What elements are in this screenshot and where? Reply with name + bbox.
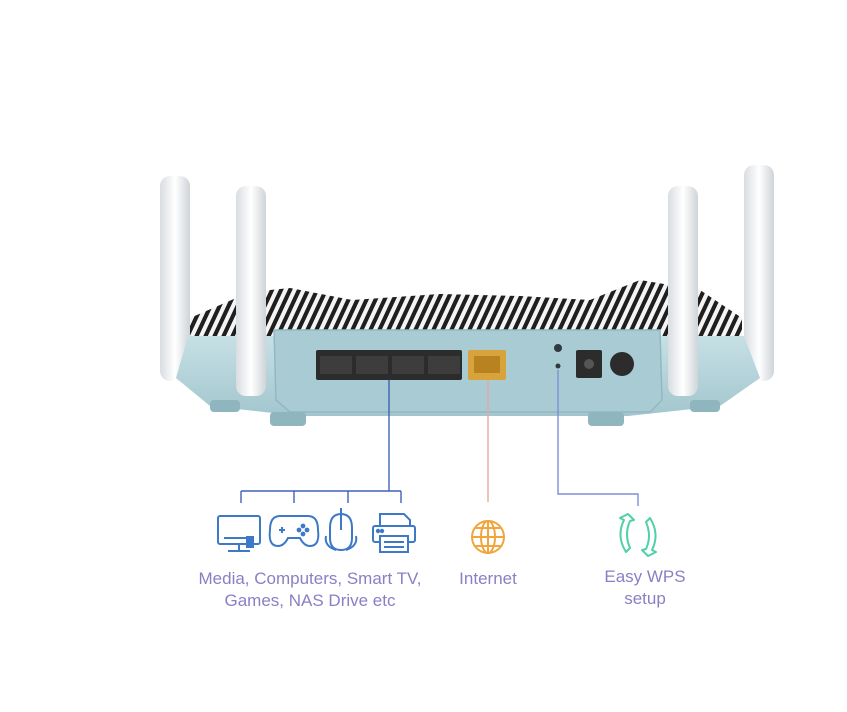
gamepad-icon [268,515,320,548]
reset-button [554,344,562,352]
status-led [555,363,561,369]
antenna-left-inner [236,186,266,396]
printer-icon [372,513,416,553]
lan-devices-label-line1: Media, Computers, Smart TV, [198,569,422,588]
router-foot [210,400,240,412]
router-top-vent [190,280,742,338]
power-button [610,352,634,376]
router [160,165,774,426]
wps-label-line1: Easy WPS [604,567,686,586]
lan-devices-label-line2: Games, NAS Drive etc [224,591,396,610]
wps-label: Easy WPS setup [595,566,695,610]
lan-devices-label: Media, Computers, Smart TV, Games, NAS D… [190,568,430,612]
lan-connector [240,380,402,503]
internet-label: Internet [448,568,528,590]
antenna-right-inner [668,186,698,396]
router-foot [588,412,624,426]
wps-sync-icon [619,513,657,557]
lan-ports [316,350,462,380]
globe-icon [471,520,505,554]
router-foot [270,412,306,426]
antenna-left-outer [160,176,190,381]
wan-port [468,350,506,380]
antenna-right-outer [744,165,774,381]
router-foot [690,400,720,412]
mouse-icon [324,507,358,552]
wps-label-line2: setup [624,589,666,608]
internet-label-text: Internet [459,569,517,588]
wps-connector [557,370,639,506]
monitor-icon [217,515,261,552]
